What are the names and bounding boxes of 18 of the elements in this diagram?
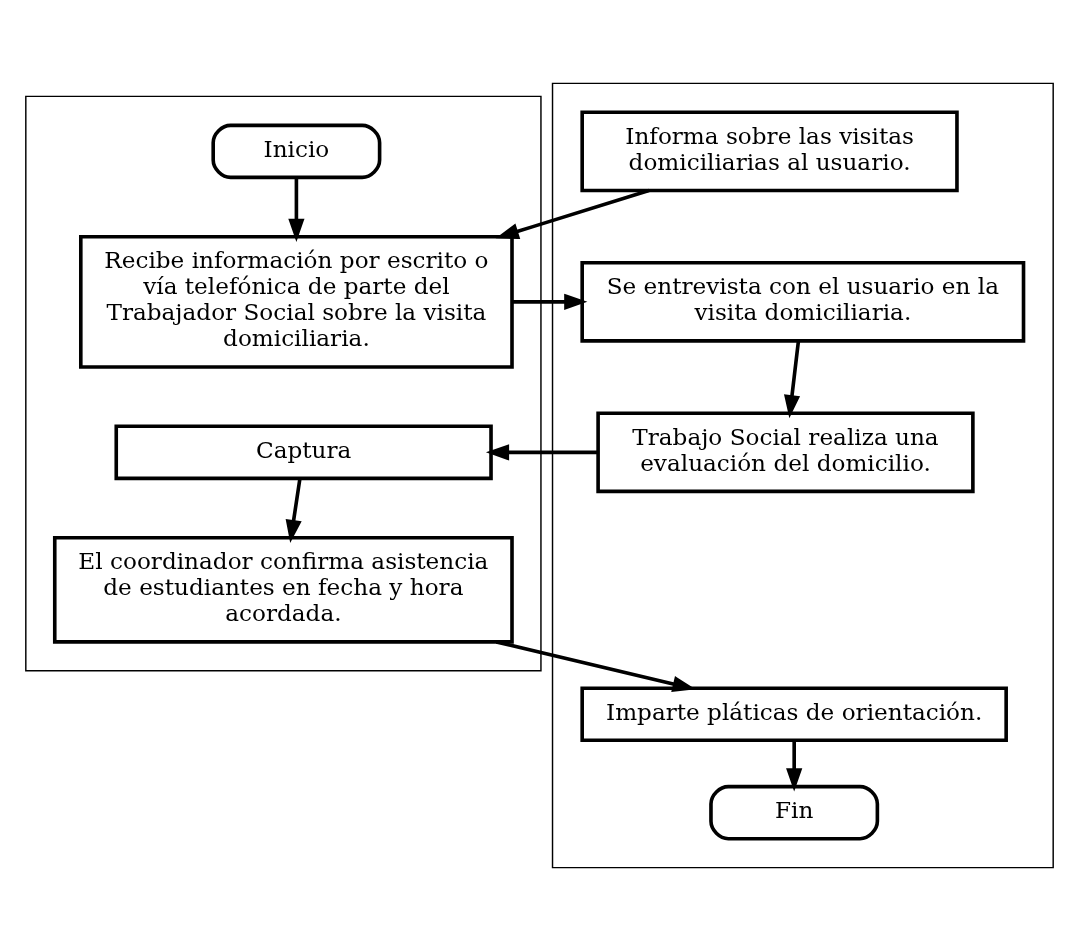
node-box: Inicio: [211, 123, 382, 180]
arrow: [288, 177, 305, 242]
node-box: Trabajo Social realiza una evaluación del domicilio.: [596, 411, 975, 494]
cluster: [551, 82, 1054, 869]
arrow: [285, 478, 302, 544]
arrow: [783, 340, 801, 419]
node-box: El coordinador confirma asistencia de estudiantes en fecha y hora acordada.: [52, 535, 514, 644]
node-box: Se entrevista con el usuario en la visita domiciliaria.: [580, 261, 1026, 343]
node-box: Informa sobre las visitas domiciliarias al usuario.: [580, 110, 959, 193]
arrow: [512, 293, 588, 310]
arrow: [495, 188, 650, 240]
node-box: Captura: [114, 424, 493, 481]
node-box: Imparte pláticas de orientación.: [580, 686, 1008, 743]
node-box: Recibe información por escrito o vía telefónica de parte del Trabajador Social sobre la visita domiciliaria.: [79, 234, 514, 369]
arrow: [485, 444, 598, 461]
cluster: [25, 95, 542, 672]
node-box: Fin: [709, 784, 880, 841]
arrow: [786, 740, 803, 792]
